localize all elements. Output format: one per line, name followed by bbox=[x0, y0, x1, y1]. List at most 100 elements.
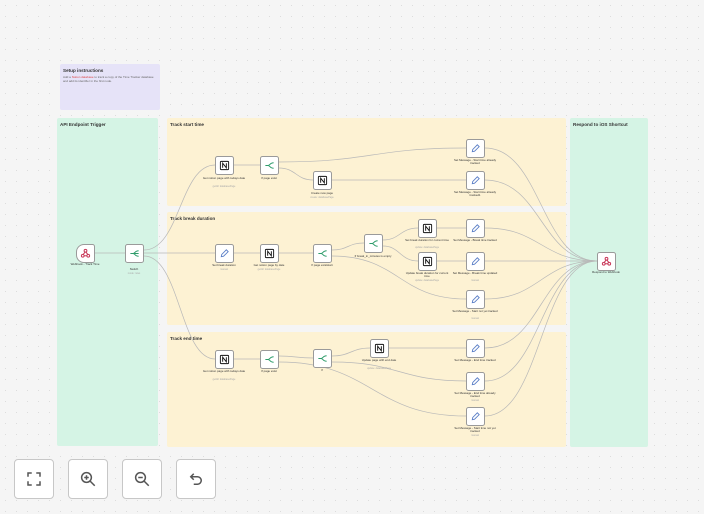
node-label: Set Message - Break time updated bbox=[452, 271, 498, 275]
pencil-icon bbox=[471, 224, 480, 233]
sticky-title: Setup instructions bbox=[63, 68, 104, 73]
switch-icon bbox=[130, 250, 139, 257]
node-subtitle: getAll: databasePage bbox=[212, 378, 236, 381]
respond-icon bbox=[601, 256, 612, 266]
webhook-icon bbox=[80, 248, 91, 258]
edge bbox=[382, 227, 419, 241]
edge bbox=[278, 355, 314, 359]
node-break-msg3[interactable] bbox=[466, 290, 485, 309]
node-subtitle: update: databasePage bbox=[414, 279, 440, 282]
node-subtitle: getAll: databasePage bbox=[212, 185, 236, 188]
node-label: If page exist bbox=[261, 369, 277, 373]
pencil-icon bbox=[220, 249, 229, 258]
node-label: Switch bbox=[129, 267, 139, 271]
node-subtitle: update: databasePage bbox=[414, 246, 440, 249]
node-break-if-empty[interactable] bbox=[364, 234, 383, 253]
edge bbox=[278, 167, 314, 181]
edge bbox=[382, 245, 419, 262]
node-subtitle: manual bbox=[471, 279, 479, 282]
notion-icon bbox=[219, 354, 230, 365]
node-label: Webhook - Track Time bbox=[70, 262, 100, 266]
node-end-if2[interactable] bbox=[313, 349, 332, 368]
zoom-to-fit-button[interactable] bbox=[14, 459, 54, 499]
node-switch[interactable] bbox=[125, 244, 144, 263]
edge bbox=[143, 164, 216, 251]
notion-database-link[interactable]: Notion database bbox=[71, 75, 94, 79]
sticky-title: Track start time bbox=[170, 122, 204, 127]
node-subtitle: getAll: databasePage bbox=[257, 268, 281, 271]
node-end-get-page[interactable] bbox=[215, 350, 234, 369]
node-label: Set Message - Break time tracked bbox=[453, 238, 497, 242]
edge bbox=[278, 147, 467, 163]
node-webhook[interactable] bbox=[76, 244, 95, 263]
node-label: Set Message - Start not yet tracked bbox=[452, 309, 498, 313]
edge bbox=[484, 227, 598, 262]
node-start-if[interactable] bbox=[260, 156, 279, 175]
node-break-if[interactable] bbox=[313, 244, 332, 263]
if-icon bbox=[318, 250, 327, 257]
pencil-icon bbox=[471, 377, 480, 386]
node-start-msg1[interactable] bbox=[466, 139, 485, 158]
node-label: Update page with end date bbox=[361, 358, 397, 362]
pencil-icon bbox=[471, 412, 480, 421]
node-break-msg2[interactable] bbox=[466, 252, 485, 271]
sticky-setup[interactable]: Setup instructions Add a Notion database… bbox=[60, 64, 160, 110]
sticky-respond[interactable]: Respond to iOS Shortcut bbox=[570, 118, 648, 447]
edge bbox=[278, 361, 467, 417]
node-end-update[interactable] bbox=[370, 339, 389, 358]
pencil-icon bbox=[471, 295, 480, 304]
sticky-body: Add a Notion database to track a copy of… bbox=[63, 75, 154, 83]
edge bbox=[484, 260, 598, 417]
node-label: Set Message - End time already tracked bbox=[454, 391, 496, 399]
node-label: Respond to Webhook bbox=[592, 270, 620, 274]
node-subtitle: mode: rules bbox=[127, 272, 141, 275]
node-end-msg2[interactable] bbox=[466, 372, 485, 391]
node-label: Get notion page with todays date bbox=[202, 176, 246, 180]
zoom-in-button[interactable] bbox=[68, 459, 108, 499]
edge bbox=[331, 255, 467, 300]
node-break-msg1[interactable] bbox=[466, 219, 485, 238]
pencil-icon bbox=[471, 144, 480, 153]
node-label: Set Message - End time tracked bbox=[454, 358, 496, 362]
node-label: If page existstart bbox=[311, 263, 333, 267]
edge bbox=[484, 260, 598, 349]
node-break-get-page[interactable] bbox=[260, 244, 279, 263]
zoom-out-button[interactable] bbox=[122, 459, 162, 499]
node-end-if[interactable] bbox=[260, 350, 279, 369]
node-label: Get notion page with todays date bbox=[202, 369, 246, 373]
node-start-get-page[interactable] bbox=[215, 156, 234, 175]
node-label: If break_in_minutes is empty bbox=[354, 254, 392, 258]
node-label: Get notion page by date bbox=[253, 263, 285, 267]
node-subtitle: manual bbox=[471, 399, 479, 402]
notion-icon bbox=[374, 343, 385, 354]
pencil-icon bbox=[471, 176, 480, 185]
node-label: Set break duration for current time bbox=[405, 238, 449, 242]
edge bbox=[484, 147, 598, 262]
edge bbox=[331, 242, 365, 251]
node-subtitle: manual bbox=[471, 434, 479, 437]
node-label: Set break duration bbox=[212, 263, 236, 267]
node-break-update1[interactable] bbox=[418, 219, 437, 238]
node-start-create[interactable] bbox=[313, 171, 332, 190]
node-respond-webhook[interactable] bbox=[597, 252, 616, 271]
node-end-msg1[interactable] bbox=[466, 339, 485, 358]
node-subtitle: create: databasePage bbox=[310, 196, 334, 199]
node-break-set-duration[interactable] bbox=[215, 244, 234, 263]
node-break-update2[interactable] bbox=[418, 252, 437, 271]
node-label: Create new page bbox=[310, 191, 334, 195]
node-start-msg2[interactable] bbox=[466, 171, 485, 190]
node-end-msg3[interactable] bbox=[466, 407, 485, 426]
edge bbox=[331, 361, 467, 382]
node-subtitle: manual bbox=[220, 268, 228, 271]
notion-icon bbox=[422, 256, 433, 267]
reset-zoom-button[interactable] bbox=[176, 459, 216, 499]
if-icon bbox=[265, 356, 274, 363]
sticky-api[interactable]: API Endpoint Trigger bbox=[57, 118, 158, 446]
sticky-break[interactable]: Track break duration bbox=[167, 212, 566, 325]
if-icon bbox=[318, 355, 327, 362]
node-label: If page exist bbox=[261, 176, 277, 180]
edge bbox=[484, 179, 598, 262]
sticky-title: Track end time bbox=[170, 336, 203, 341]
